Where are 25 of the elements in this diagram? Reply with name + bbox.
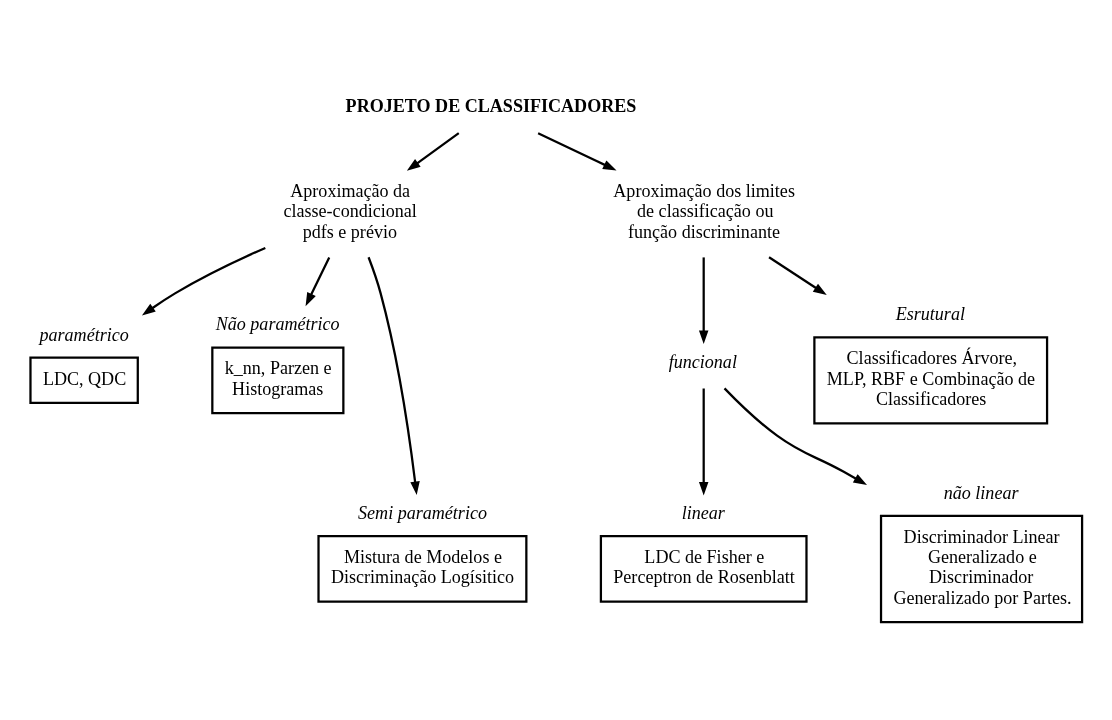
- node-label: Não paramétrico: [215, 314, 340, 335]
- arrow: [141, 246, 266, 316]
- node-box: LDC, QDC: [29, 356, 139, 405]
- node-label: paramétrico: [39, 324, 129, 345]
- node-label: Semi paramétrico: [358, 503, 487, 524]
- arrow: [367, 256, 420, 496]
- node-text: funcional: [668, 351, 737, 372]
- node-box: k_nn, Parzen e Histogramas: [211, 346, 345, 415]
- node-text: PROJETO DE CLASSIFICADORES: [345, 96, 637, 117]
- node-label: linear: [681, 503, 725, 524]
- arrow: [723, 387, 867, 485]
- arrow: [537, 132, 617, 171]
- arrow: [698, 388, 709, 496]
- node-box: LDC de Fisher e Perceptron de Rosenblatt: [599, 535, 808, 603]
- arrow: [305, 256, 331, 307]
- node-box: Classificadores Árvore, MLP, RBF e Combinação de Classificadores: [813, 336, 1049, 425]
- arrow: [698, 257, 709, 345]
- arrow: [768, 256, 827, 296]
- node-text: Aproximação dos limites de classificação ou função discriminante: [613, 181, 795, 242]
- arrow: [406, 132, 460, 171]
- node-label: não linear: [943, 482, 1019, 503]
- node-box: Mistura de Modelos e Discriminação Logísitico: [317, 535, 528, 603]
- node-text: Aproximação da classe-condicional pdfs e prévio: [283, 181, 417, 242]
- node-box: Discriminador Linear Generalizado e Discriminador Generalizado por Partes.: [879, 514, 1084, 624]
- node-label: Esrutural: [895, 304, 965, 325]
